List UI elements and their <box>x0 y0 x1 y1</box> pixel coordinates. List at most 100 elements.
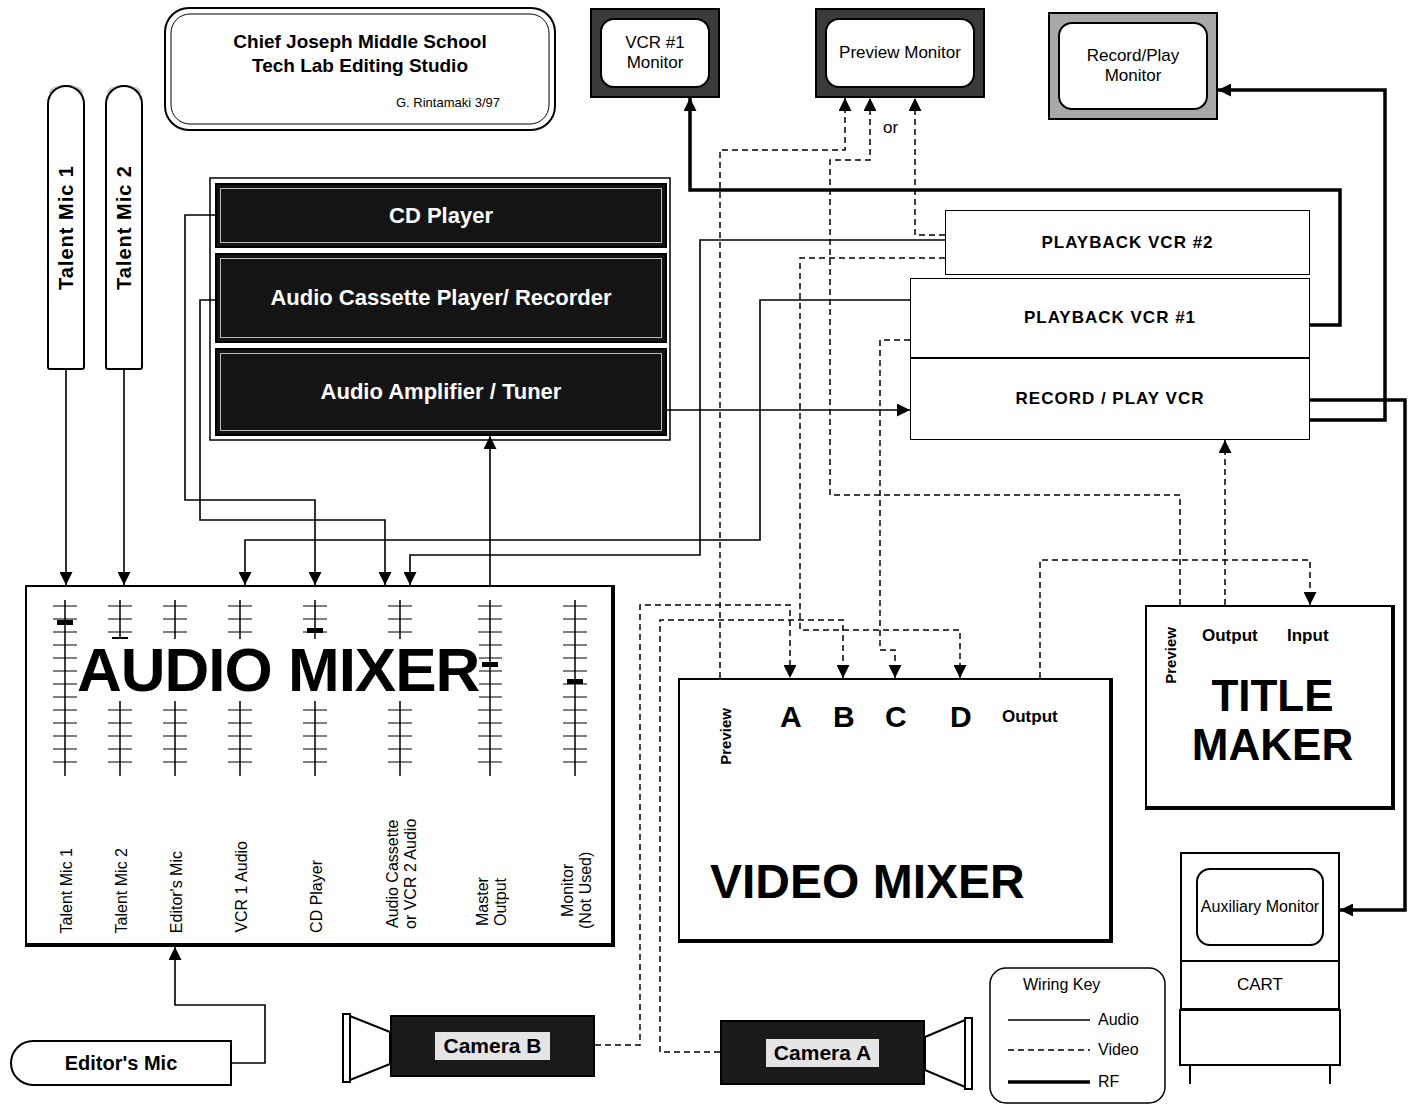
fader-tick <box>563 723 587 724</box>
fader-tick <box>53 723 77 724</box>
vcr-deck: RECORD / PLAY VCR <box>910 358 1310 440</box>
port-label: Monitor (Not Used) <box>559 848 594 933</box>
node-label: PLAYBACK VCR #1 <box>1024 308 1196 328</box>
fader-tick <box>303 619 327 620</box>
fader-tick <box>563 645 587 646</box>
fader-tick <box>563 762 587 763</box>
fader-tick <box>388 632 412 633</box>
video-cable <box>915 98 945 235</box>
node-label: RECORD / PLAY VCR <box>1016 389 1205 409</box>
fader-tick <box>303 606 327 607</box>
camera-lens <box>925 1020 965 1087</box>
camera-lens <box>350 1016 390 1080</box>
fader-tick <box>53 684 77 685</box>
vcr-deck: PLAYBACK VCR #1 <box>910 278 1310 358</box>
fader-track <box>574 600 576 776</box>
fader-tick <box>563 671 587 672</box>
audio-rack <box>210 178 670 440</box>
port-label: A <box>780 702 802 732</box>
camera: Camera A <box>720 1020 925 1085</box>
cart-leg <box>1329 1065 1331 1084</box>
video-mixer: VIDEO MIXERPreviewABCDOutput <box>678 678 1113 943</box>
fader-tick <box>108 736 132 737</box>
port-label: C <box>885 702 907 732</box>
fader-tick <box>478 632 502 633</box>
monitor: Auxiliary Monitor <box>1180 852 1340 962</box>
port-label: VCR 1 Audio <box>233 841 251 933</box>
port-label: D <box>950 702 972 732</box>
title-maker: TITLE MAKERPreviewOutputInput <box>1145 605 1395 810</box>
video-cable <box>1224 440 1226 605</box>
fader-tick <box>478 684 502 685</box>
node-label: Audio Amplifier / Tuner <box>321 379 562 405</box>
fader-tick <box>228 710 252 711</box>
audio-component: CD Player <box>215 183 667 248</box>
fader-tick <box>478 645 502 646</box>
fader-tick <box>163 762 187 763</box>
fader-tick <box>478 697 502 698</box>
fader-tick <box>563 749 587 750</box>
fader-tick <box>53 749 77 750</box>
fader-tick <box>53 645 77 646</box>
video-cable <box>880 340 910 678</box>
port-label: Preview <box>718 708 733 765</box>
fader-tick <box>228 632 252 633</box>
legend-text: Audio <box>1098 1012 1139 1028</box>
fader-tick <box>563 697 587 698</box>
fader-tick <box>563 632 587 633</box>
audio-component: Audio Amplifier / Tuner <box>215 348 667 436</box>
fader-tick <box>53 762 77 763</box>
port-label: Master Output <box>474 871 509 933</box>
fader-tick <box>388 762 412 763</box>
fader-track <box>489 600 491 776</box>
port-label: Input <box>1287 627 1329 644</box>
fader-tick <box>303 723 327 724</box>
port-label: Talent Mic 1 <box>58 848 76 933</box>
fader-tick <box>108 606 132 607</box>
legend-line-sample <box>1008 1049 1090 1051</box>
fader-tick <box>53 736 77 737</box>
fader-tick <box>388 736 412 737</box>
fader-tick <box>563 606 587 607</box>
fader-tick <box>53 671 77 672</box>
fader-tick <box>53 619 77 620</box>
monitor: Preview Monitor <box>815 8 985 98</box>
fader-tick <box>388 749 412 750</box>
fader-tick <box>563 658 587 659</box>
port-label: CD Player <box>308 860 326 933</box>
microphone: Talent Mic 1 <box>47 85 85 370</box>
microphone: Editor's Mic <box>10 1040 232 1086</box>
fader-tick <box>303 736 327 737</box>
fader-tick <box>388 619 412 620</box>
port-label: B <box>833 702 855 732</box>
author-date: G. Rintamaki 3/97 <box>395 96 501 110</box>
or-note: or <box>882 119 899 138</box>
fader-tick <box>478 723 502 724</box>
legend-text: Video <box>1098 1042 1139 1058</box>
node-label: Camera A <box>766 1039 879 1067</box>
fader-tick <box>53 632 77 633</box>
fader-tick <box>303 762 327 763</box>
fader-tick <box>303 710 327 711</box>
fader-tick <box>53 606 77 607</box>
microphone: Talent Mic 2 <box>105 85 143 370</box>
node-label: Talent Mic 2 <box>113 165 136 290</box>
camera-lens-rim <box>965 1018 972 1089</box>
fader-tick <box>478 606 502 607</box>
audio-cable <box>667 409 910 411</box>
vcr-deck: PLAYBACK VCR #2 <box>945 210 1310 275</box>
node-label: CART <box>1237 975 1283 995</box>
fader-tick <box>163 710 187 711</box>
fader-tick <box>108 762 132 763</box>
fader-tick <box>228 749 252 750</box>
title-frame-inner <box>171 14 549 124</box>
node-label: Camera B <box>435 1032 549 1060</box>
audio-mixer: AUDIO MIXERTalent Mic 1Talent Mic 2Edito… <box>25 585 615 947</box>
fader-tick <box>163 619 187 620</box>
video-cable <box>720 98 845 678</box>
fader-tick <box>478 749 502 750</box>
legend-line-sample <box>1008 1019 1090 1021</box>
fader-tick <box>228 736 252 737</box>
fader-tick <box>53 658 77 659</box>
node-label: Preview Monitor <box>825 18 975 88</box>
